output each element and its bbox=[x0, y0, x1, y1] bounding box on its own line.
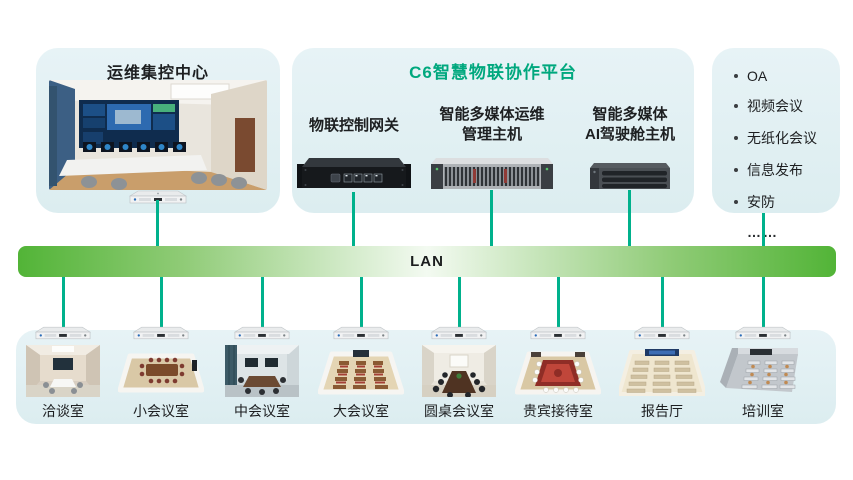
control-room-photo bbox=[49, 80, 267, 190]
lan-label: LAN bbox=[410, 253, 444, 270]
list-item-video-conf: 视频会议 bbox=[734, 96, 832, 116]
connector-line bbox=[159, 277, 163, 331]
room-item-roundtable: 圆桌会议室 bbox=[411, 326, 507, 421]
ai-host-label-line1: 智能多媒体 bbox=[592, 106, 668, 123]
room-item-medium-meeting: 中会议室 bbox=[214, 326, 310, 421]
iot-gateway-label-line1: 物联控制网关 bbox=[308, 117, 399, 134]
room-photo bbox=[26, 342, 100, 400]
rack-device-icon bbox=[332, 326, 390, 342]
rack-device-icon bbox=[132, 326, 190, 342]
ops-host-device-image bbox=[428, 155, 556, 191]
room-label: 大会议室 bbox=[333, 403, 389, 419]
bullet-icon bbox=[734, 136, 738, 140]
room-item-small-meeting: 小会议室 bbox=[113, 326, 209, 421]
connector-line bbox=[156, 200, 159, 246]
ellipsis-more-text: …… bbox=[712, 224, 840, 240]
platform-title: C6智慧物联协作平台 bbox=[409, 63, 577, 82]
connector-line bbox=[457, 277, 461, 331]
rack-device-icon bbox=[529, 326, 587, 342]
ops-host-label-line2: 管理主机 bbox=[461, 126, 522, 144]
connector-line bbox=[762, 213, 765, 246]
list-item-label: 无纸化会议 bbox=[747, 130, 817, 146]
room-item-negotiation: 洽谈室 bbox=[15, 326, 111, 421]
room-item-training: 培训室 bbox=[715, 326, 811, 421]
list-item-label: OA bbox=[747, 68, 768, 84]
ai-host-label-line2: AI驾驶舱主机 bbox=[584, 126, 675, 144]
iot-gateway-label: 物联控制网关 bbox=[292, 116, 416, 136]
room-label: 圆桌会议室 bbox=[424, 403, 494, 419]
control-center-rack-device-icon bbox=[128, 190, 188, 205]
bullet-icon bbox=[734, 104, 738, 108]
platform-panel: C6智慧物联协作平台 物联控制网关 bbox=[292, 48, 694, 213]
connector-line bbox=[352, 192, 355, 246]
room-photo bbox=[619, 342, 705, 400]
connector-line bbox=[490, 190, 493, 246]
room-photo bbox=[318, 342, 404, 400]
room-item-large-meeting: 大会议室 bbox=[313, 326, 409, 421]
list-item-label: 信息发布 bbox=[747, 162, 803, 178]
control-room-illustration bbox=[49, 80, 267, 190]
connector-line bbox=[660, 277, 664, 331]
list-item-label: 安防 bbox=[747, 194, 775, 210]
room-label: 报告厅 bbox=[641, 403, 683, 419]
bullet-icon bbox=[734, 168, 738, 172]
lan-bus-bar: LAN bbox=[18, 246, 836, 277]
list-item-label: 视频会议 bbox=[747, 98, 803, 114]
control-center-title: 运维集控中心 bbox=[106, 65, 209, 82]
list-item-security: 安防 bbox=[734, 192, 832, 212]
applications-list: OA 视频会议 无纸化会议 信息发布 安防 bbox=[712, 48, 840, 212]
iot-gateway-device-image bbox=[297, 152, 411, 192]
connector-line bbox=[260, 277, 264, 331]
rack-device-icon bbox=[430, 326, 488, 342]
rack-device-icon bbox=[233, 326, 291, 342]
room-photo bbox=[225, 342, 299, 400]
connector-line bbox=[761, 277, 765, 331]
room-item-lecture-hall: 报告厅 bbox=[614, 326, 710, 421]
connector-line bbox=[61, 277, 65, 331]
room-photo bbox=[720, 342, 806, 400]
rack-device-icon bbox=[734, 326, 792, 342]
ops-host-label: 智能多媒体运维 管理主机 bbox=[420, 105, 564, 146]
bullet-icon bbox=[734, 74, 738, 78]
connector-line bbox=[359, 277, 363, 331]
room-label: 小会议室 bbox=[133, 403, 189, 419]
list-item-oa: OA bbox=[734, 68, 832, 84]
room-photo bbox=[515, 342, 601, 400]
list-item-paperless: 无纸化会议 bbox=[734, 128, 832, 148]
applications-panel: OA 视频会议 无纸化会议 信息发布 安防 …… bbox=[712, 48, 840, 240]
room-label: 洽谈室 bbox=[42, 403, 84, 419]
control-center-panel: 运维集控中心 bbox=[36, 48, 280, 213]
connector-line bbox=[556, 277, 560, 331]
connector-line bbox=[628, 190, 631, 246]
rack-device-icon bbox=[633, 326, 691, 342]
room-label: 中会议室 bbox=[234, 403, 290, 419]
ops-host-label-line1: 智能多媒体运维 bbox=[439, 106, 545, 123]
room-label: 培训室 bbox=[742, 403, 784, 419]
room-photo bbox=[118, 342, 204, 400]
list-item-info-publish: 信息发布 bbox=[734, 160, 832, 180]
room-label: 贵宾接待室 bbox=[523, 403, 593, 419]
rack-device-icon bbox=[34, 326, 92, 342]
room-item-vip-reception: 贵宾接待室 bbox=[510, 326, 606, 421]
bullet-icon bbox=[734, 200, 738, 204]
rooms-panel: 洽谈室 小会议室 bbox=[16, 326, 836, 424]
ai-host-device-image bbox=[588, 161, 672, 191]
ai-host-label: 智能多媒体 AI驾驶舱主机 bbox=[568, 105, 692, 146]
room-photo bbox=[422, 342, 496, 400]
